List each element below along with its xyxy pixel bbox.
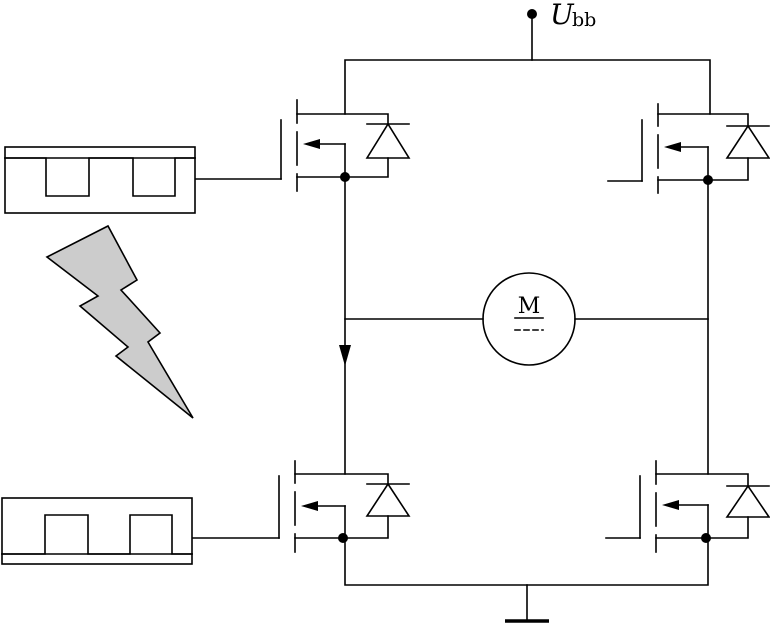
diode-icon xyxy=(365,482,411,517)
supply-rail xyxy=(344,9,711,115)
mosfet-icon xyxy=(607,103,749,194)
pwm-signal-top xyxy=(4,146,196,214)
supply-label: U bb xyxy=(550,0,596,31)
mosfet-top-right xyxy=(607,103,770,194)
mosfet-bottom-right xyxy=(605,460,770,553)
motor-label: M xyxy=(518,294,541,319)
mosfet-icon xyxy=(278,460,389,553)
diode-icon xyxy=(725,484,770,518)
ground xyxy=(344,537,709,623)
diode-icon xyxy=(725,124,770,159)
pwm-signal-bottom xyxy=(1,497,193,565)
diode-icon xyxy=(365,122,411,159)
mosfet-icon xyxy=(280,99,389,192)
mosfet-top-left xyxy=(195,99,411,192)
supply-subscript: bb xyxy=(572,9,596,31)
left-bus xyxy=(339,176,351,475)
lightning-bolt-icon xyxy=(45,224,194,419)
pwm-square-wave-icon xyxy=(1,514,193,555)
supply-symbol: U xyxy=(550,0,575,31)
pwm-square-wave-icon xyxy=(4,157,196,197)
mosfet-bottom-left xyxy=(192,460,411,553)
current-arrow-icon xyxy=(339,345,351,366)
motor: M xyxy=(344,272,709,366)
mosfet-icon xyxy=(605,460,749,553)
